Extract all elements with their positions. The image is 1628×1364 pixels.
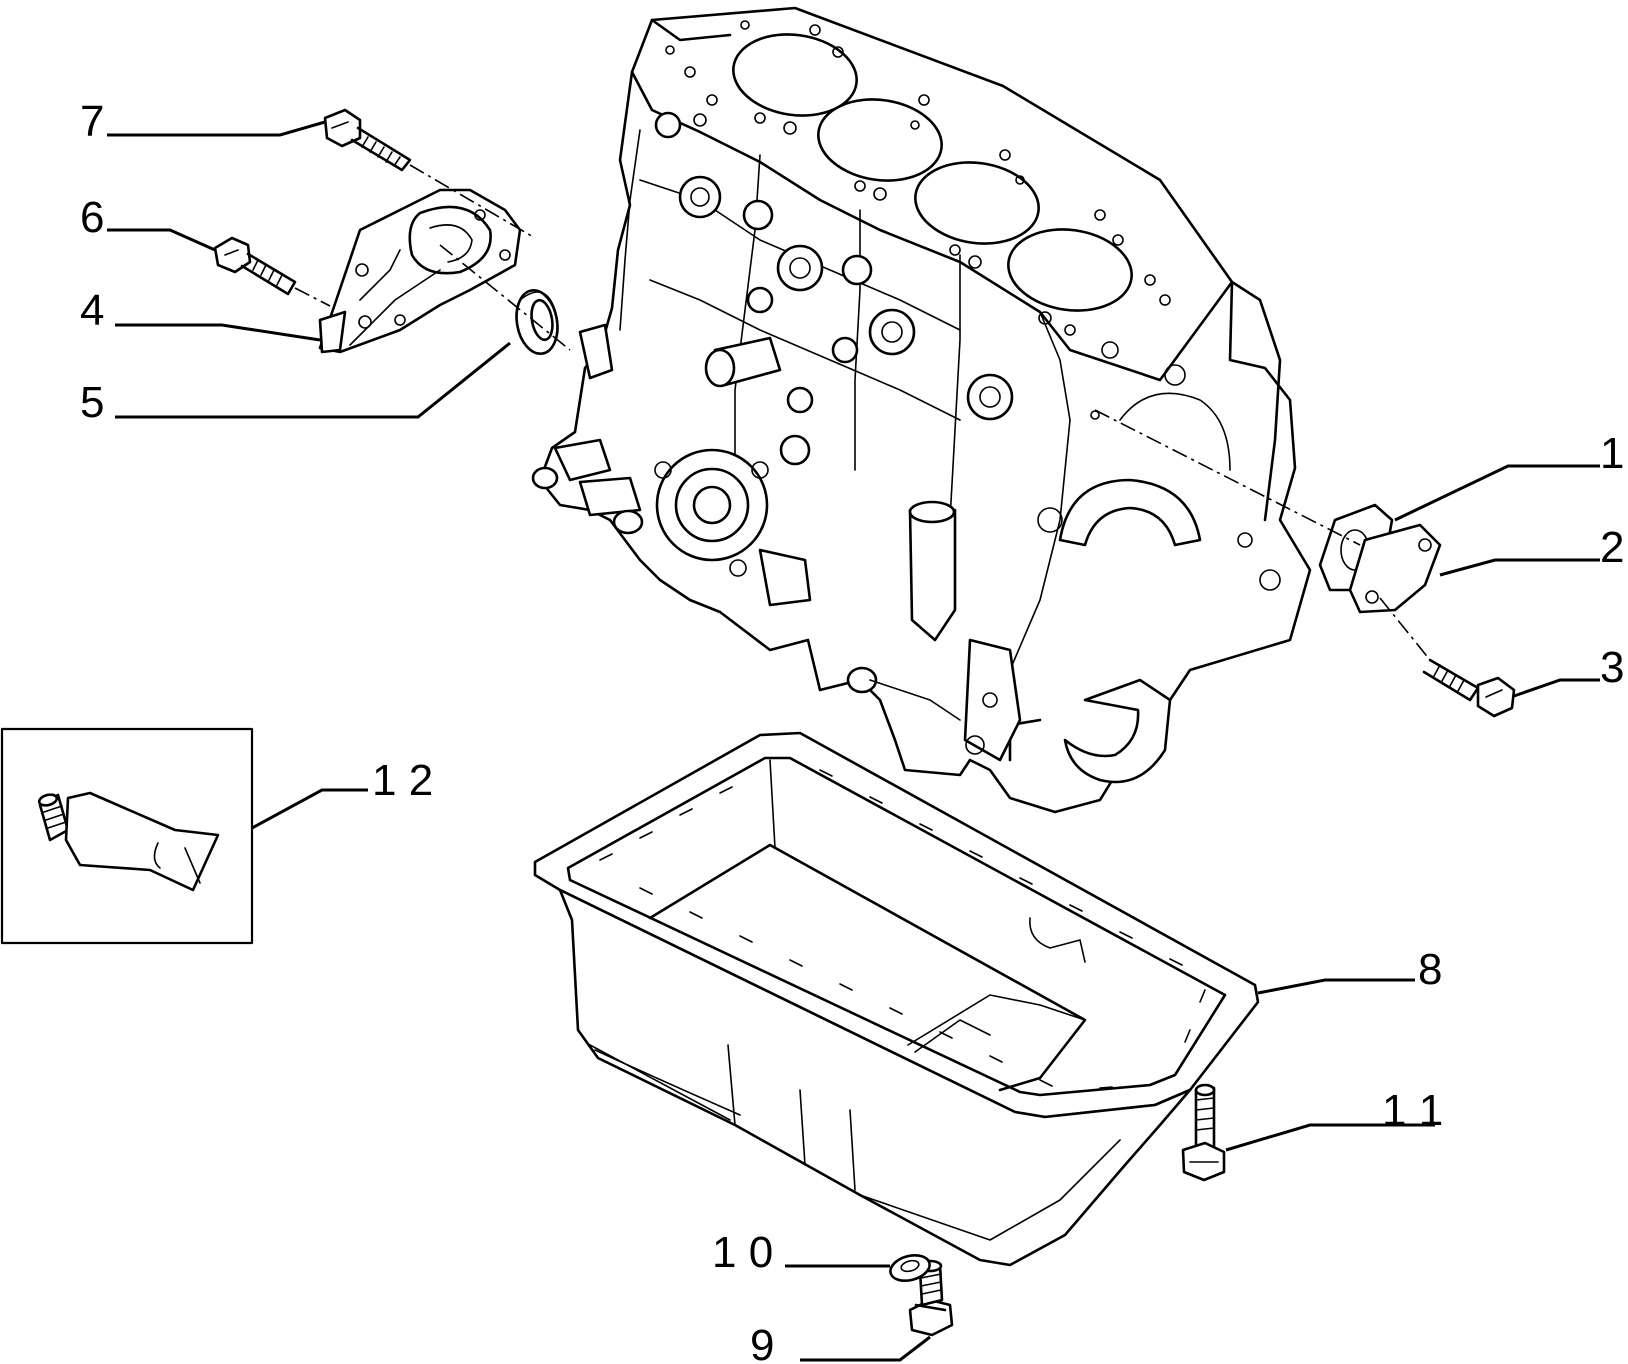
leader-6 bbox=[107, 228, 216, 252]
leader-12 bbox=[251, 788, 368, 830]
part-3-bolt bbox=[1422, 658, 1516, 718]
sealant-tube-icon bbox=[37, 791, 220, 892]
callout-12: 1 2 bbox=[372, 756, 433, 805]
leader-8 bbox=[1257, 978, 1415, 995]
part-11-bolt bbox=[1181, 1083, 1226, 1182]
part-7-bolt bbox=[323, 108, 412, 172]
callout-3: 3 bbox=[1600, 643, 1624, 692]
part-6-bolt bbox=[213, 236, 297, 296]
callout-4: 4 bbox=[80, 286, 104, 335]
callout-9: 9 bbox=[750, 1321, 774, 1364]
callout-8: 8 bbox=[1418, 945, 1442, 994]
callout-5: 5 bbox=[80, 378, 104, 427]
leader-4 bbox=[115, 323, 321, 342]
leader-3 bbox=[1513, 678, 1600, 698]
engine-block bbox=[531, 6, 1312, 814]
leader-2 bbox=[1439, 558, 1600, 577]
leader-9 bbox=[800, 1335, 931, 1362]
callout-11: 1 1 bbox=[1382, 1086, 1443, 1135]
callout-labels: 7 6 4 5 1 2 3 1 2 8 1 1 1 0 9 bbox=[80, 97, 1624, 1364]
part-5-seal-ring bbox=[515, 288, 559, 356]
leader-11 bbox=[1225, 1123, 1435, 1152]
callout-2: 2 bbox=[1600, 523, 1624, 572]
part-10-washer bbox=[889, 1254, 931, 1282]
part-8-oil-sump bbox=[533, 731, 1260, 1267]
callout-6: 6 bbox=[80, 193, 104, 242]
part-4-seal-carrier bbox=[318, 188, 522, 354]
leader-7 bbox=[107, 120, 326, 137]
part-2-cover-plate bbox=[1348, 523, 1442, 614]
part-9-drain-plug bbox=[908, 1259, 954, 1337]
leader-5 bbox=[115, 341, 511, 419]
callout-1: 1 bbox=[1600, 429, 1624, 478]
callout-7: 7 bbox=[80, 97, 104, 146]
callout-10: 1 0 bbox=[712, 1228, 773, 1277]
leader-1 bbox=[1394, 464, 1600, 522]
leader-lines bbox=[107, 120, 1600, 1362]
part-12-sealant-box bbox=[0, 727, 254, 945]
